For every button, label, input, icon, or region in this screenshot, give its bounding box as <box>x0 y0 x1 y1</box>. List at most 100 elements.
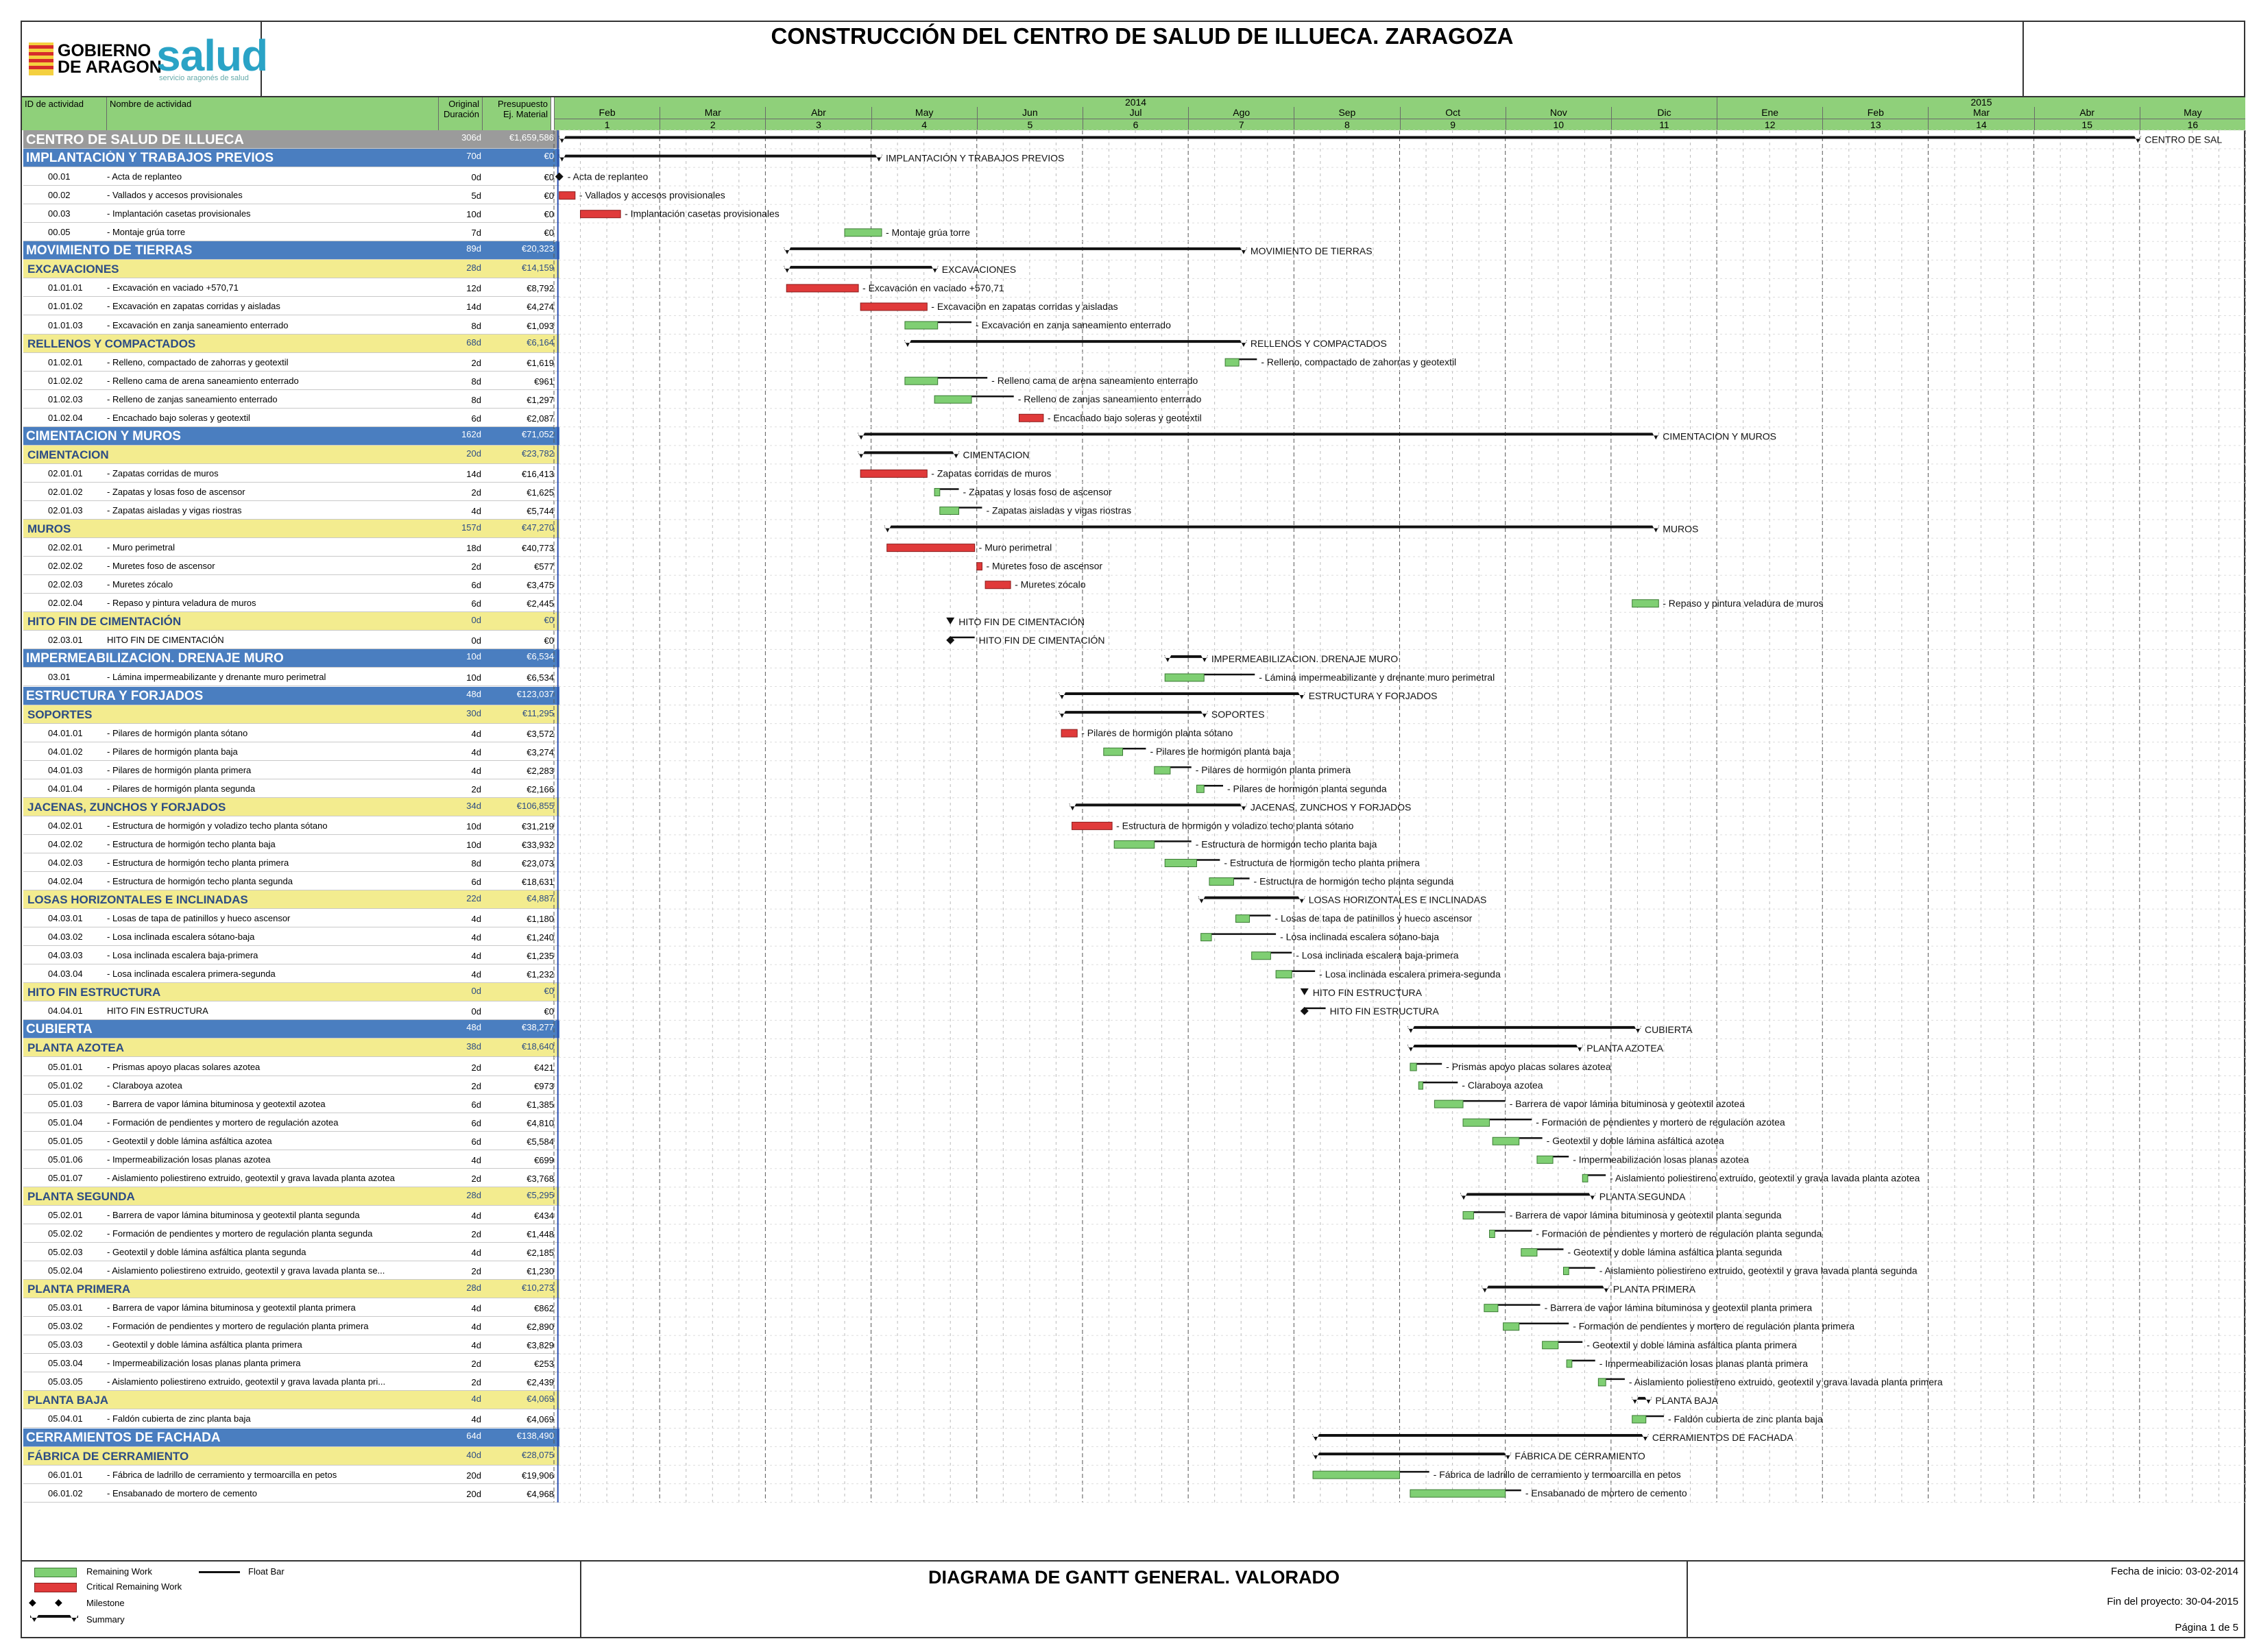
row-cost: €1,297 <box>527 394 554 405</box>
activity-row[interactable]: 05.02.04- Aislamiento poliestireno extru… <box>23 1261 559 1280</box>
activity-row[interactable]: 05.03.02- Formación de pendientes y mort… <box>23 1317 559 1336</box>
activity-row[interactable]: 01.01.03- Excavación en zanja saneamient… <box>23 316 559 335</box>
activity-row[interactable]: 05.01.06- Impermeabilización losas plana… <box>23 1150 559 1169</box>
row-dur: 48d <box>466 688 481 699</box>
col-header-cost-label: Presupuesto Ej. Material <box>498 99 548 119</box>
task-bar <box>1312 1470 1401 1479</box>
activity-row[interactable]: 01.02.03- Relleno de zanjas saneamiento … <box>23 390 559 409</box>
activity-row[interactable]: 00.03- Implantación casetas provisionale… <box>23 204 559 223</box>
logo-salud: salud <box>156 31 268 80</box>
activity-row[interactable]: 05.01.05- Geotextil y doble lámina asfál… <box>23 1132 559 1150</box>
timeline-year: 2015 <box>1717 97 2245 107</box>
activity-row[interactable]: 04.03.04- Losa inclinada escalera primer… <box>23 964 559 984</box>
row-cost: €434 <box>534 1210 554 1221</box>
activity-row[interactable]: 05.01.04- Formación de pendientes y mort… <box>23 1113 559 1132</box>
row-dur: 38d <box>466 1041 481 1052</box>
row-cost: €3,829 <box>527 1340 554 1351</box>
activity-row[interactable]: 01.01.02- Excavación en zapatas corridas… <box>23 297 559 316</box>
bar-label: - Losa inclinada escalera primera-segund… <box>1319 969 1501 980</box>
bar-label: - Relleno de zanjas saneamiento enterrad… <box>1018 393 1202 404</box>
activity-row[interactable]: 05.01.01- Prismas apoyo placas solares a… <box>23 1058 559 1076</box>
task-bar <box>939 507 960 515</box>
activity-row[interactable]: 04.02.04- Estructura de hormigón techo p… <box>23 872 559 891</box>
activity-row[interactable]: 04.01.03- Pilares de hormigón planta pri… <box>23 761 559 779</box>
activity-row[interactable]: 05.02.02- Formación de pendientes y mort… <box>23 1224 559 1243</box>
row-name: - Barrera de vapor lámina bituminosa y g… <box>107 1209 360 1220</box>
task-bar <box>1462 1211 1474 1219</box>
activity-row[interactable]: 05.01.07- Aislamiento poliestireno extru… <box>23 1169 559 1187</box>
timeline-month-number: 12 <box>1717 119 1823 130</box>
activity-row[interactable]: 06.01.02- Ensabanado de mortero de cemen… <box>23 1484 559 1503</box>
activity-row[interactable]: 04.02.02- Estructura de hormigón techo p… <box>23 835 559 853</box>
activity-row[interactable]: 01.02.02- Relleno cama de arena saneamie… <box>23 372 559 390</box>
row-name: - Claraboya azotea <box>107 1080 182 1091</box>
bar-label: - Estructura de hormigón y voladizo tech… <box>1116 820 1354 831</box>
activity-row[interactable]: 03.01- Lámina impermeabilizante y drenan… <box>23 668 559 687</box>
activity-row[interactable]: 05.03.05- Aislamiento poliestireno extru… <box>23 1372 559 1392</box>
activity-row[interactable]: 02.01.02- Zapatas y losas foso de ascens… <box>23 483 559 501</box>
activity-row[interactable]: 04.03.03- Losa inclinada escalera baja-p… <box>23 946 559 965</box>
activity-row[interactable]: 04.01.04- Pilares de hormigón planta seg… <box>23 779 559 798</box>
activity-row[interactable]: 01.02.01- Relleno, compactado de zahorra… <box>23 353 559 372</box>
row-cost: €0 <box>544 172 554 183</box>
activity-row[interactable]: 04.03.01- Losas de tapa de patinillos y … <box>23 909 559 928</box>
row-cost: €1,625 <box>527 487 554 498</box>
activity-row[interactable]: 04.02.03- Estructura de hormigón techo p… <box>23 853 559 872</box>
row-dur: 0d <box>471 615 481 626</box>
task-bar <box>1462 1118 1490 1127</box>
activity-row[interactable]: 04.01.01- Pilares de hormigón planta sót… <box>23 724 559 742</box>
activity-row[interactable]: 02.02.04- Repaso y pintura veladura de m… <box>23 594 559 613</box>
activity-row[interactable]: 06.01.01- Fábrica de ladrillo de cerrami… <box>23 1466 559 1484</box>
activity-row[interactable]: 05.04.01- Faldón cubierta de zinc planta… <box>23 1409 559 1429</box>
row-id: 04.03.03 <box>48 950 83 961</box>
row-cost: €10,273 <box>522 1283 554 1293</box>
activity-row[interactable]: 04.02.01- Estructura de hormigón y volad… <box>23 816 559 835</box>
task-bar <box>1492 1137 1520 1145</box>
activity-row[interactable]: 05.03.04- Impermeabilización losas plana… <box>23 1354 559 1373</box>
activity-row[interactable]: 05.03.01- Barrera de vapor lámina bitumi… <box>23 1298 559 1317</box>
timeline-month-number: 9 <box>1399 119 1506 130</box>
activity-row[interactable]: 05.02.01- Barrera de vapor lámina bitumi… <box>23 1206 559 1224</box>
activity-row[interactable]: 05.03.03- Geotextil y doble lámina asfál… <box>23 1335 559 1355</box>
activity-row[interactable]: 05.01.03- Barrera de vapor lámina bitumi… <box>23 1095 559 1113</box>
activity-row[interactable]: 05.02.03- Geotextil y doble lámina asfál… <box>23 1243 559 1262</box>
activity-row[interactable]: 04.03.02- Losa inclinada escalera sótano… <box>23 927 559 947</box>
row-name: LOSAS HORIZONTALES E INCLINADAS <box>27 893 248 907</box>
activity-row[interactable]: 02.01.03- Zapatas aisladas y vigas riost… <box>23 501 559 520</box>
activity-row[interactable]: 01.02.04- Encachado bajo soleras y geote… <box>23 409 559 427</box>
activity-row[interactable]: 04.01.02- Pilares de hormigón planta baj… <box>23 742 559 761</box>
